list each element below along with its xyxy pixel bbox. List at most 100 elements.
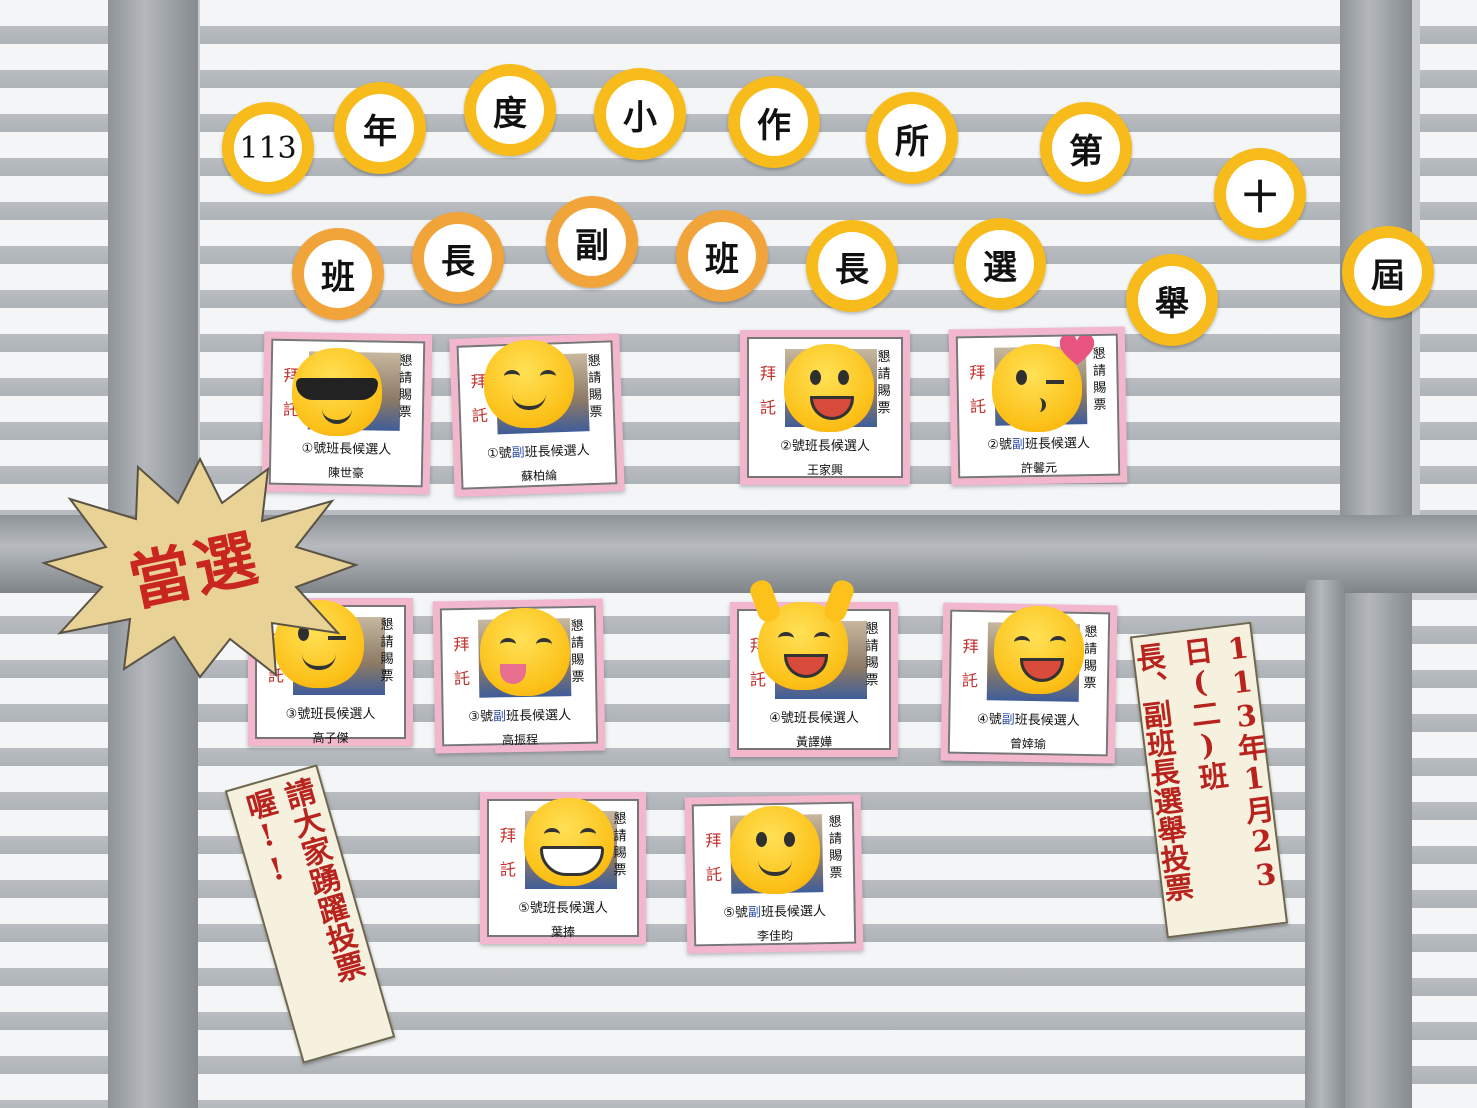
- poster-bai-tuo: 拜託: [497, 819, 519, 887]
- ask-vote-char: 賜: [588, 387, 603, 404]
- title-circle: 年: [334, 82, 426, 174]
- candidate-number: ⑤: [518, 901, 530, 916]
- candidate-number: ②: [780, 439, 792, 454]
- role-prefix: 號: [498, 445, 512, 462]
- candidate-name: 曾婞瑜: [1009, 736, 1047, 752]
- bai-tuo-char: 拜: [969, 362, 986, 383]
- ask-vote-char: 票: [877, 401, 891, 416]
- eye-shape: [838, 370, 849, 385]
- glass-panel-left-upper: [0, 0, 115, 520]
- bai-tuo-char: 託: [705, 864, 723, 885]
- poster-bai-tuo: 拜託: [966, 356, 989, 424]
- ask-vote-char: 懇: [587, 353, 601, 370]
- title-char: 十: [1226, 160, 1294, 228]
- candidate-name: 蘇柏綸: [520, 468, 558, 484]
- vice-label: 副: [747, 905, 762, 921]
- candidate-role: ⑤號班長候選人: [489, 897, 637, 916]
- candidate-name: 許馨元: [1020, 460, 1058, 476]
- role-label: 班長候選人: [760, 904, 827, 921]
- heart-icon: [1060, 336, 1094, 365]
- title-circle: 副: [546, 196, 638, 288]
- ask-vote-char: 懇: [865, 622, 879, 637]
- title-char: 舉: [1138, 266, 1206, 334]
- smiling-emoji-icon: [784, 344, 874, 432]
- tongue-emoji-icon: [480, 608, 570, 696]
- sunglasses-shape: [296, 378, 378, 400]
- candidate-number: ②: [987, 437, 1000, 453]
- role-prefix: 號: [988, 712, 1002, 728]
- candidate-name: 李佳昀: [756, 928, 794, 944]
- candidate-number: ③: [468, 709, 481, 725]
- ask-vote-char: 請: [570, 635, 585, 652]
- ask-vote-char: 懇: [380, 618, 394, 633]
- role-prefix: 號: [998, 437, 1013, 453]
- ask-vote-char: 請: [828, 831, 843, 848]
- mouth-shape: [1032, 398, 1046, 412]
- ask-vote-char: 票: [380, 669, 394, 684]
- eye-shape: [810, 370, 821, 385]
- ask-vote-char: 票: [1083, 675, 1097, 692]
- eye-shape: [1050, 636, 1066, 649]
- wink-eye-shape: [328, 630, 346, 640]
- candidate-role: ③號班長候選人: [257, 703, 404, 722]
- candidate-role: ①號副班長候選人: [462, 438, 615, 462]
- title-circle: 班: [292, 228, 384, 320]
- bai-tuo-char: 拜: [759, 364, 776, 383]
- poster-bai-tuo: 拜託: [959, 630, 982, 698]
- eye-shape: [540, 370, 556, 383]
- title-circle: 第: [1040, 102, 1132, 194]
- eye-shape: [778, 632, 794, 645]
- ask-vote-char: 請: [587, 370, 602, 387]
- mouth-shape: [500, 664, 526, 684]
- ask-vote-char: 懇: [570, 618, 584, 635]
- poster-bai-tuo: 拜託: [702, 824, 725, 892]
- candidate-role: ⑤號副班長候選人: [695, 900, 853, 922]
- starburst-shape: [40, 456, 360, 679]
- ask-vote-char: 請: [1083, 641, 1098, 658]
- candidate-role: ②號班長候選人: [749, 435, 901, 454]
- title-char: 度: [476, 76, 544, 144]
- role-prefix: 號: [734, 905, 749, 921]
- mouth-shape: [322, 408, 352, 424]
- title-circle: 舉: [1126, 254, 1218, 346]
- bai-tuo-char: 拜: [499, 826, 516, 845]
- poster-ask-vote: 懇請賜票: [378, 617, 396, 685]
- bai-tuo-char: 託: [969, 396, 987, 417]
- bai-tuo-char: 託: [453, 668, 471, 689]
- title-circle: 十: [1214, 148, 1306, 240]
- title-char: 班: [688, 222, 756, 290]
- title-circle: 長: [412, 212, 504, 304]
- poster-ask-vote: 懇請賜票: [568, 618, 587, 686]
- vice-label: 副: [492, 709, 507, 725]
- eye-shape: [814, 632, 830, 645]
- ask-vote-char: 懇: [877, 350, 891, 365]
- title-circle: 班: [676, 210, 768, 302]
- title-circle: 度: [464, 64, 556, 156]
- poster-ask-vote: 懇請賜票: [826, 814, 845, 882]
- mouth-shape: [1020, 658, 1064, 682]
- title-circle: 所: [866, 92, 958, 184]
- candidate-name: 葉捧: [550, 925, 575, 939]
- ask-vote-char: 賜: [865, 656, 879, 671]
- title-circle: 長: [806, 220, 898, 312]
- slight-smile-emoji-icon: [730, 806, 820, 894]
- role-label: 班長候選人: [505, 708, 572, 725]
- title-circle: 作: [728, 76, 820, 168]
- ask-vote-char: 賜: [877, 384, 891, 399]
- ask-vote-char: 票: [613, 863, 627, 878]
- title-char: 113: [234, 114, 302, 182]
- bai-tuo-char: 託: [749, 670, 766, 689]
- candidate-name: 高振程: [501, 732, 539, 748]
- role-label: 班長候選人: [542, 901, 608, 916]
- mouth-shape: [512, 394, 546, 410]
- ask-vote-char: 賜: [571, 652, 585, 669]
- role-prefix: 號: [529, 901, 543, 916]
- mouth-shape: [758, 860, 792, 876]
- candidate-name: 王家興: [806, 463, 843, 477]
- mouth-shape: [302, 654, 336, 670]
- poster-ask-vote: 懇請賜票: [585, 353, 605, 422]
- bai-tuo-char: 託: [759, 398, 776, 417]
- elected-starburst: [40, 456, 360, 679]
- role-label: 班長候選人: [1024, 436, 1091, 453]
- ask-vote-char: 懇: [1084, 624, 1098, 641]
